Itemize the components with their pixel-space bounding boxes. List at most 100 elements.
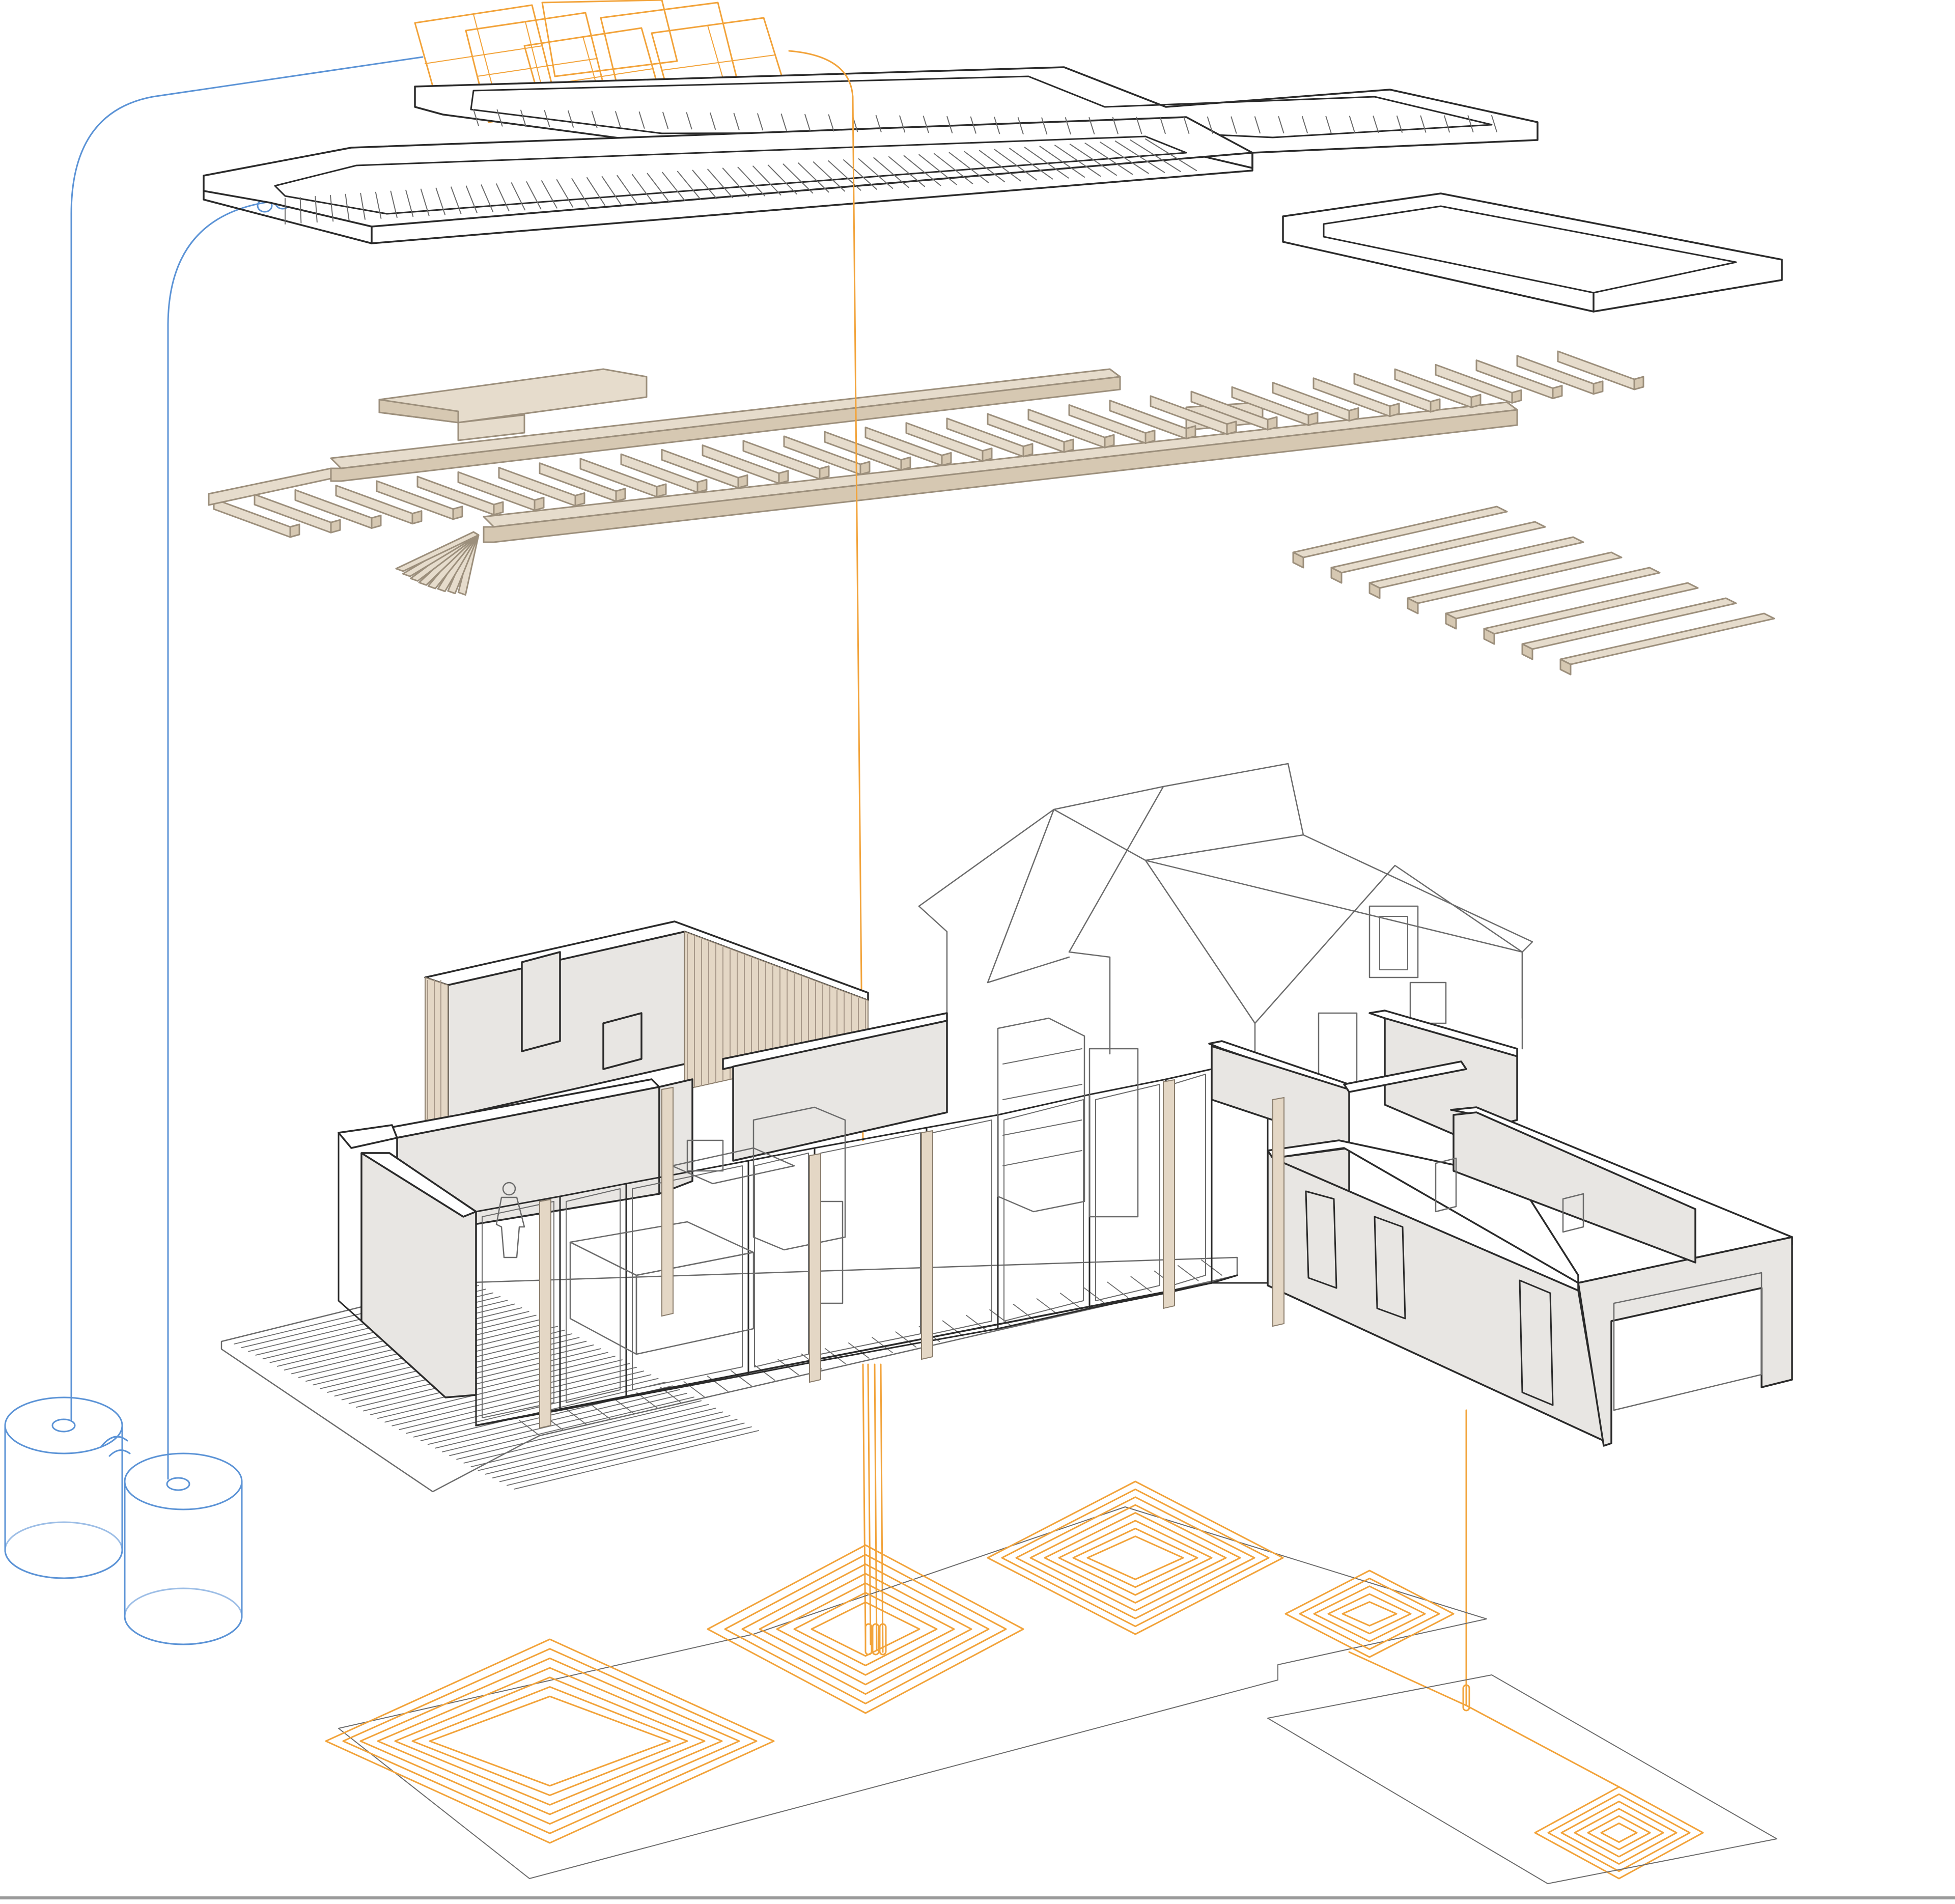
glazed-panel-inner xyxy=(1095,1084,1160,1301)
rafter-end xyxy=(1593,380,1604,395)
roof-batten xyxy=(556,179,574,208)
heating-loop xyxy=(394,1676,706,1806)
roof-batten xyxy=(1017,117,1024,135)
timber-frame xyxy=(208,350,1644,596)
deck-board xyxy=(1036,1298,1058,1314)
roof-batten xyxy=(571,178,590,207)
joist xyxy=(1407,551,1623,604)
roof-batten xyxy=(1039,146,1085,178)
roof-batten xyxy=(1114,141,1165,173)
roof-batten xyxy=(1130,139,1181,172)
roof-batten xyxy=(360,192,366,220)
roof-batten xyxy=(299,197,302,224)
roof-batten xyxy=(858,158,893,189)
rafter-end xyxy=(289,523,300,538)
deck-board xyxy=(492,1419,738,1478)
roof-batten xyxy=(420,188,430,216)
deck-board xyxy=(434,1389,680,1449)
joist xyxy=(1330,521,1546,574)
roof-batten xyxy=(813,161,846,192)
deck-board xyxy=(1083,1287,1105,1304)
roof-batten xyxy=(1231,116,1237,134)
joist-end xyxy=(1368,582,1381,599)
roof-batten xyxy=(1325,116,1332,133)
heating-loop xyxy=(1284,1570,1455,1658)
rafter-end xyxy=(900,456,911,471)
joist-end xyxy=(1292,551,1304,569)
roof-batten xyxy=(1491,115,1497,132)
glazed-panel-inner xyxy=(1171,1074,1206,1286)
roof-batten xyxy=(405,189,414,217)
deck-board xyxy=(514,1430,759,1490)
roof-batten xyxy=(1207,116,1213,134)
heating-feed xyxy=(1348,1651,1620,1788)
roof-batten xyxy=(923,116,929,133)
deck-board xyxy=(449,1396,694,1457)
roof-batten xyxy=(1088,117,1095,134)
joist-end xyxy=(1330,567,1343,584)
heating-loop xyxy=(1342,1601,1398,1627)
roof-batten xyxy=(615,111,622,129)
rafter-end xyxy=(1511,389,1522,404)
heating-loop xyxy=(1587,1815,1651,1851)
heating-loop xyxy=(1574,1808,1664,1858)
roof-batten xyxy=(710,112,716,130)
deck-board xyxy=(370,1355,616,1415)
rafter-end xyxy=(411,510,423,525)
roof-batten xyxy=(1009,148,1053,180)
roof-batten xyxy=(1069,144,1117,176)
heating-loop xyxy=(429,1695,671,1787)
glazed-panel xyxy=(814,1127,928,1363)
rainwater-tanks xyxy=(4,1396,243,1645)
glazed-panel-inner xyxy=(482,1201,554,1418)
deck-board xyxy=(942,1320,964,1337)
roof-batten xyxy=(686,112,692,130)
roof-batten xyxy=(873,157,909,188)
rafter-end xyxy=(1307,411,1319,426)
heating-loop xyxy=(1313,1585,1426,1642)
rafter-end xyxy=(534,496,545,511)
joist xyxy=(1559,612,1775,665)
roof-batten xyxy=(1278,116,1284,134)
rafter-end xyxy=(1185,425,1196,440)
roof-batten xyxy=(1443,115,1450,133)
joist-end xyxy=(1445,612,1457,630)
underfloor-heating xyxy=(325,1480,1777,1884)
roof-batten xyxy=(828,160,861,191)
heating-loop xyxy=(1547,1793,1691,1872)
roof-batten xyxy=(783,163,814,194)
timber-post xyxy=(809,1153,821,1383)
roof-batten xyxy=(662,172,686,201)
sill xyxy=(475,1274,1238,1426)
roof-batten xyxy=(707,169,734,199)
roof-batten xyxy=(520,109,527,127)
heating-loop xyxy=(741,1563,990,1695)
roof-batten xyxy=(541,180,557,209)
rafter-end xyxy=(493,501,504,516)
roof-batten xyxy=(888,156,926,187)
roof-batten xyxy=(970,116,976,134)
rafter-end xyxy=(1063,438,1074,453)
roof-batten xyxy=(1420,115,1427,133)
rafter-end xyxy=(859,461,871,475)
rafter-end xyxy=(1022,443,1034,458)
glazed-panel-inner xyxy=(820,1132,921,1355)
roof-batten xyxy=(964,151,1006,183)
roof-batten xyxy=(994,149,1037,181)
roof-batten xyxy=(1024,147,1069,179)
roof-batten xyxy=(390,190,398,218)
roof-batten xyxy=(948,152,989,183)
roof-batten xyxy=(435,187,446,215)
heating-loop xyxy=(987,1480,1284,1635)
existing-house xyxy=(918,763,1533,1085)
roof-batten xyxy=(692,170,717,200)
deck-board xyxy=(1013,1303,1035,1320)
roof-batten xyxy=(568,110,574,128)
roof-batten xyxy=(601,176,622,205)
rafter-end xyxy=(615,488,626,502)
rafter-end xyxy=(696,479,708,493)
roof-slab xyxy=(203,66,1783,313)
rafter-end xyxy=(1267,416,1278,431)
deck-board xyxy=(872,1337,893,1353)
